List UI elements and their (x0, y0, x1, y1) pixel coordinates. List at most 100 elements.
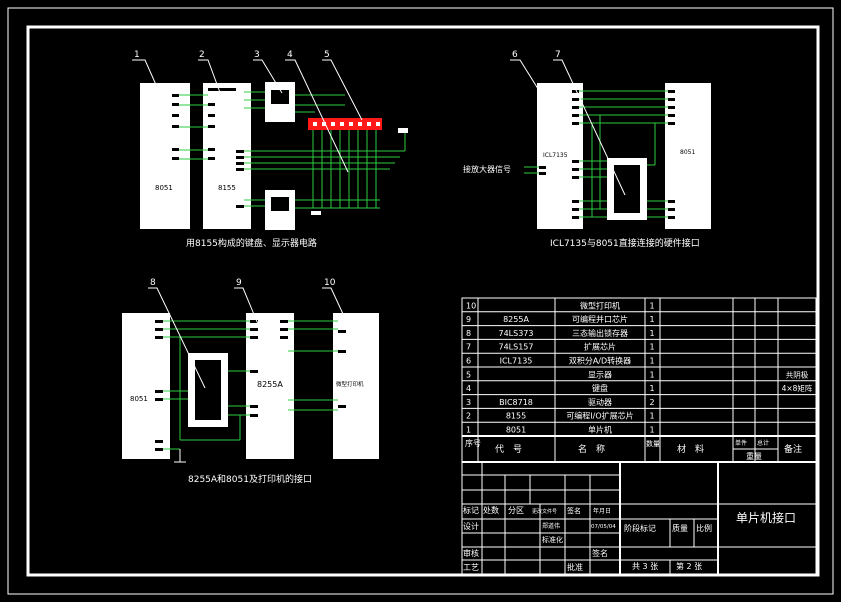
outer-border (7, 7, 834, 595)
callout-5: 5 (324, 50, 330, 60)
chip-8051-a (140, 83, 190, 229)
title-block (461, 461, 817, 575)
circuit-2-caption: ICL7135与8051直接连接的硬件接口 (550, 237, 700, 249)
bom-cell-qty: 1 (649, 315, 654, 324)
bom-cell-qty: 1 (649, 426, 654, 435)
bom-cell-no: 6 (466, 357, 471, 366)
circuit-3-caption: 8255A和8051及打印机的接口 (188, 473, 312, 485)
bom-cell-code: ICL7135 (500, 357, 533, 366)
callout-6: 6 (512, 50, 518, 60)
tb-designer: 郑道伟 (542, 522, 560, 530)
bom-cell-no: 9 (466, 315, 471, 324)
bom-cell-no: 5 (466, 370, 471, 379)
tb-change-doc: 更改文件号 (532, 508, 557, 515)
chip-8051-c-label: 8051 (130, 395, 148, 403)
tb-sign: 签名 (567, 506, 581, 515)
tb-design-date: 07/05/04 (591, 524, 616, 530)
bom-cell-qty: 1 (649, 370, 654, 379)
tb-count: 处数 (483, 505, 499, 515)
bom-cell-code: 8051 (506, 426, 526, 435)
bom-cell-name: 微型打印机 (580, 300, 620, 310)
bom-cell-name: 显示器 (588, 370, 612, 379)
bom-header-name: 名 称 (578, 443, 605, 455)
tb-standard: 标准化 (542, 535, 563, 544)
bom-cell-qty: 1 (649, 384, 654, 393)
bom-header-remark: 备注 (784, 443, 802, 455)
bom-cell-name: 可编程I/O扩展芯片 (566, 411, 633, 421)
tb-mass: 质量 (672, 523, 688, 533)
callout-8: 8 (150, 278, 156, 288)
bom-cell-no: 8 (466, 329, 471, 338)
tb-sheet-no: 第 2 张 (676, 561, 702, 571)
micro-printer-label: 微型打印机 (336, 380, 364, 388)
bom-header-material: 材 料 (677, 443, 704, 455)
tb-stage-mark: 阶段标记 (624, 523, 656, 533)
callout-3: 3 (254, 50, 260, 60)
bom-cell-name: 可编程并口芯片 (572, 314, 628, 324)
tb-zone: 分区 (508, 506, 524, 515)
bom-cell-name: 键盘 (592, 383, 608, 393)
bom-cell-no: 3 (466, 398, 471, 407)
bom-cell-name: 三态输出锁存器 (572, 328, 628, 338)
bom-rows: 10 微型打印机 1 9 8255A 可编程并口芯片 1 8 74LS373 三态输出锁存器 1 7 7… (462, 300, 816, 437)
chip-8051-a-label: 8051 (155, 184, 173, 192)
tb-review: 审核 (463, 548, 479, 558)
bom-cell-remark: 4×8矩阵 (782, 383, 813, 393)
bom-cell-no: 7 (466, 343, 471, 352)
callout-1: 1 (134, 50, 140, 60)
tb-approve: 批准 (567, 562, 583, 572)
chip-8051-b (665, 83, 711, 229)
bom-cell-qty: 1 (649, 343, 654, 352)
tb-date-label: 年月日 (593, 507, 611, 515)
bom-cell-qty: 1 (649, 301, 654, 310)
tb-approve-sign: 签名 (592, 548, 608, 558)
bom-cell-no: 10 (466, 301, 476, 310)
tb-design: 设计 (463, 521, 479, 531)
bom-cell-name: 单片机 (588, 425, 612, 435)
bom-header-qty: 数量 (646, 439, 660, 448)
circuit-1: 8051 8155 (132, 50, 408, 249)
bom-cell-code: 74LS157 (499, 343, 534, 352)
drawing-title: 单片机接口 (736, 510, 796, 525)
bom-cell-code: 74LS373 (499, 329, 534, 338)
bom-cell-code: BIC8718 (499, 398, 533, 407)
circuit-2: ICL7135 8051 (463, 50, 711, 249)
chip-8155-label: 8155 (218, 184, 236, 192)
micro-printer (333, 313, 379, 459)
amplifier-input-label: 接放大器信号 (463, 164, 511, 174)
chip-8051-c (122, 313, 170, 459)
tb-sheets: 共 3 张 (632, 562, 658, 571)
bom-cell-no: 2 (466, 412, 471, 421)
bom-cell-qty: 2 (649, 398, 654, 407)
callout-7: 7 (555, 50, 561, 60)
title-block-text: 标记 处数 分区 更改文件号 签名 年月日 设计 郑道伟 07/05/04 标准… (463, 505, 796, 572)
bom-header-unit-weight: 单件 (735, 439, 747, 447)
bom-header-code: 代 号 (495, 444, 522, 455)
inner-frame (26, 25, 820, 577)
tb-scale: 比例 (696, 523, 712, 533)
tb-mark: 标记 (463, 505, 479, 515)
callout-9: 9 (236, 278, 242, 288)
bom-header: 序号 代 号 名 称 数量 材 料 单件 总计 重量 备注 (465, 438, 802, 461)
bom-cell-no: 4 (466, 384, 471, 393)
bom-cell-qty: 1 (649, 329, 654, 338)
chip-8255a-label: 8255A (257, 380, 283, 389)
bom-cell-name: 驱动器 (588, 397, 612, 407)
chip-8051-b-label: 8051 (680, 149, 695, 156)
callout-4: 4 (287, 50, 293, 60)
bom-cell-code: 8155 (506, 412, 526, 421)
bom-cell-code: 8255A (503, 315, 529, 324)
bom-cell-remark: 共阴极 (786, 369, 809, 379)
bom-cell-name: 扩展芯片 (584, 342, 616, 352)
bom-cell-qty: 1 (649, 357, 654, 366)
bom-cell-no: 1 (466, 426, 471, 435)
circuit-1-caption: 用8155构成的键盘、显示器电路 (186, 237, 317, 249)
callout-2: 2 (199, 50, 205, 60)
circuit-3: 8051 8255A 微型打印机 (122, 278, 379, 485)
bom-header-weight: 重量 (746, 451, 762, 461)
bom-header-no: 序号 (465, 438, 481, 448)
chip-icl7135-label: ICL7135 (543, 152, 568, 159)
callout-10: 10 (324, 278, 336, 288)
bom-header-total-weight: 总计 (757, 439, 769, 447)
